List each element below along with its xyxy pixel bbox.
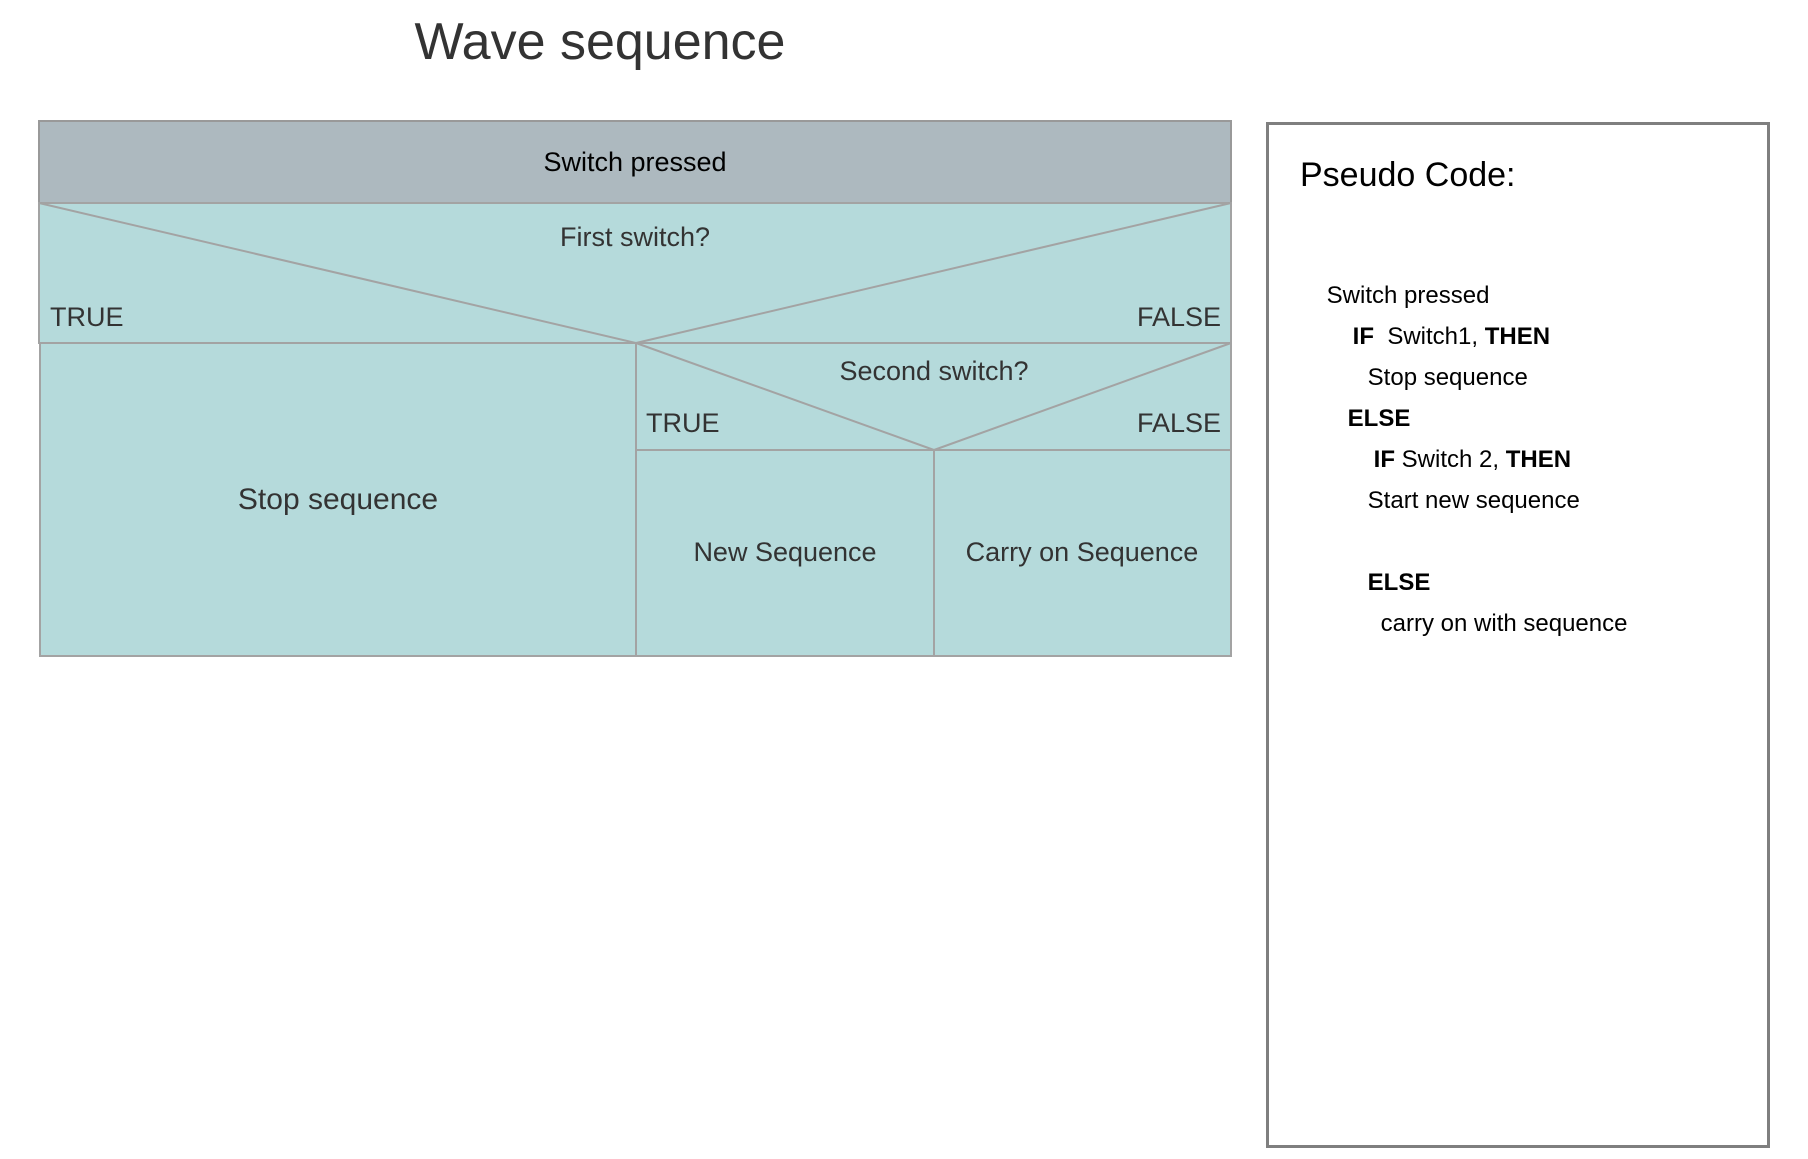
decision-2-block: [635, 342, 1232, 451]
pseudo-code-line: IF Switch 2, THEN: [1373, 446, 1572, 473]
pseudo-code-line: Switch pressed: [1326, 282, 1490, 309]
pseudo-code-line: ELSE: [1341, 538, 1431, 628]
nassi-shneiderman-diagram: Switch pressed First switch? TRUE FALSE …: [38, 120, 1232, 657]
pseudo-code-line: IF Switch1, THEN: [1352, 323, 1551, 350]
pseudo-code-line: Start new sequence: [1367, 487, 1580, 514]
decision-1-false-label: FALSE: [1137, 302, 1221, 332]
keyword: ELSE: [1347, 405, 1411, 432]
keyword: IF: [1352, 323, 1374, 350]
decision-2-question: Second switch?: [839, 356, 1028, 386]
header-label: Switch pressed: [543, 147, 726, 177]
keyword: THEN: [1484, 323, 1551, 350]
decision-1-true-label: TRUE: [50, 302, 124, 332]
new-sequence-block: [635, 449, 935, 657]
decision-2-left-diagonal: [635, 342, 935, 451]
header-block: [38, 120, 1232, 204]
keyword: THEN: [1505, 446, 1572, 473]
pseudo-code-title: Pseudo Code:: [1300, 156, 1516, 194]
pseudo-code-line: Stop sequence: [1367, 364, 1528, 391]
keyword: IF: [1373, 446, 1395, 473]
new-sequence-label: New Sequence: [693, 537, 876, 567]
decision-2-true-label: TRUE: [646, 408, 720, 438]
keyword: ELSE: [1367, 569, 1431, 596]
pseudo-code-panel: Pseudo Code: Switch pressed IF Switch1, …: [1266, 122, 1770, 1148]
decision-2-false-label: FALSE: [1137, 408, 1221, 438]
carry-on-sequence-block: [933, 449, 1232, 657]
stop-sequence-block: [39, 342, 637, 657]
decision-1-block: [38, 202, 1232, 344]
decision-1-left-diagonal: [38, 202, 637, 344]
pseudo-code-line: carry on with sequence: [1380, 610, 1628, 637]
pseudo-code-line: ELSE: [1321, 374, 1411, 464]
carry-on-sequence-label: Carry on Sequence: [966, 537, 1199, 567]
stop-sequence-label: Stop sequence: [238, 483, 438, 516]
decision-2-right-diagonal: [933, 342, 1232, 451]
page-title: Wave sequence: [414, 13, 786, 71]
decision-1-right-diagonal: [635, 202, 1232, 344]
decision-1-question: First switch?: [560, 222, 710, 252]
